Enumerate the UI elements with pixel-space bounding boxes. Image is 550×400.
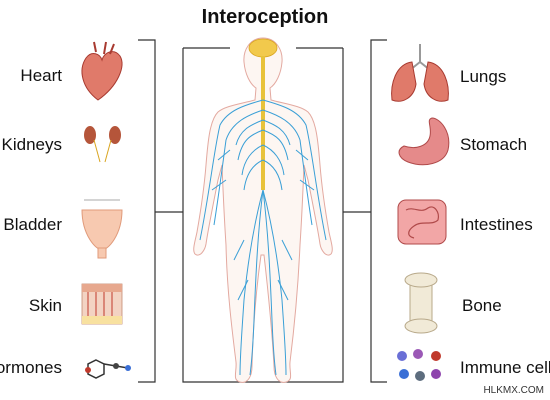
bone-icon	[404, 272, 438, 334]
immune-cells-icon	[397, 349, 441, 381]
human-body-figure	[193, 37, 333, 383]
label-intestines: Intestines	[460, 215, 533, 234]
label-bladder: Bladder	[3, 215, 62, 234]
stomach-icon	[398, 117, 450, 166]
label-bone: Bone	[462, 296, 502, 315]
diagram-title: Interoception	[201, 6, 329, 28]
label-heart: Heart	[20, 66, 62, 85]
left-bracket	[138, 39, 183, 383]
intestines-icon	[397, 199, 447, 245]
nerve-network	[199, 99, 327, 376]
label-hormones: Hormones	[0, 358, 62, 377]
right-bracket	[343, 39, 387, 383]
lungs-icon	[391, 44, 449, 102]
hormone-molecule-icon	[85, 359, 131, 379]
kidneys-icon	[84, 126, 121, 163]
bladder-icon	[81, 199, 123, 259]
watermark: HLKMX.COM	[483, 385, 544, 396]
body-frame	[182, 47, 344, 383]
label-kidneys: Kidneys	[1, 135, 62, 154]
label-lungs: Lungs	[460, 67, 507, 86]
label-stomach: Stomach	[460, 135, 528, 154]
body-silhouette	[193, 37, 333, 383]
skin-icon	[81, 283, 123, 325]
label-skin: Skin	[28, 296, 62, 315]
heart-icon	[81, 41, 123, 101]
brain-icon	[248, 38, 278, 58]
label-immune-cells: Immune cells	[460, 358, 550, 377]
